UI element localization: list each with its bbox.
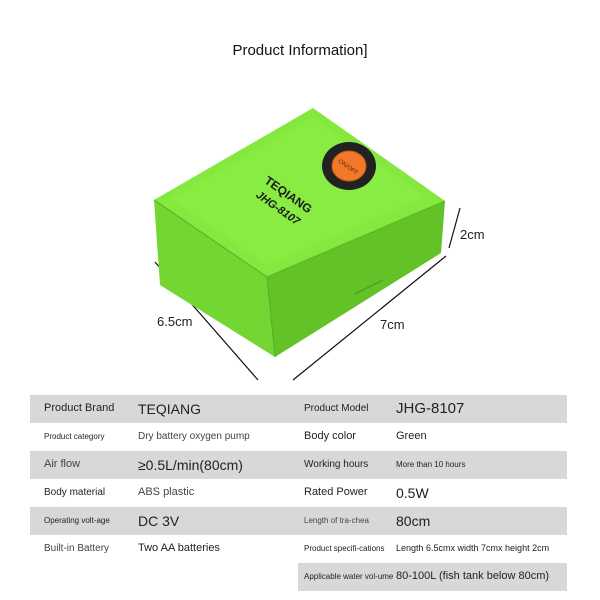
spec-label: Body material xyxy=(44,486,106,498)
spec-value: Two AA batteries xyxy=(138,542,220,555)
length-dimension-line xyxy=(292,255,447,381)
spec-row: Built-in Battery Two AA batteries Produc… xyxy=(30,535,567,563)
spec-label: Product specifi-cations xyxy=(304,543,385,553)
product-illustration: ON/OFF TEQIANG JHG-8107 6.5cm 7cm 2cm xyxy=(153,108,485,381)
spec-value: JHG-8107 xyxy=(396,400,465,418)
spec-value: ≥0.5L/min(80cm) xyxy=(138,456,243,473)
spec-value: Dry battery oxygen pump xyxy=(138,430,250,442)
spec-row: Body material ABS plastic Rated Power 0.… xyxy=(30,479,567,507)
spec-label: Product category xyxy=(44,431,105,441)
spec-value: 80cm xyxy=(396,512,431,529)
spec-value: Green xyxy=(396,430,427,443)
height-dimension-label: 2cm xyxy=(460,227,485,242)
spec-label: Applicable water vol-ume xyxy=(304,571,394,581)
spec-row: Operating volt-age DC 3V Length of tra-c… xyxy=(30,507,567,535)
spec-label: Body color xyxy=(304,430,356,443)
spec-label: Rated Power xyxy=(304,486,368,499)
width-dimension-label: 6.5cm xyxy=(157,314,193,329)
page-title: Product Information] xyxy=(232,42,368,59)
spec-row: Applicable water vol-ume 80-100L (fish t… xyxy=(30,563,567,591)
power-switch-icon: ON/OFF xyxy=(322,142,376,190)
spec-label: Product Model xyxy=(304,402,369,414)
air-pump-image: ON/OFF TEQIANG JHG-8107 xyxy=(153,108,461,381)
spec-value: TEQIANG xyxy=(138,400,202,417)
spec-value: 0.5W xyxy=(396,484,429,501)
length-dimension-label: 7cm xyxy=(380,317,405,332)
spec-value: 80-100L (fish tank below 80cm) xyxy=(396,570,550,583)
spec-label: Length of tra-chea xyxy=(304,515,369,525)
spec-row: Product Brand TEQIANG Product Model JHG-… xyxy=(30,395,567,423)
height-dimension-line xyxy=(448,207,461,249)
spec-row: Air flow ≥0.5L/min(80cm) Working hours M… xyxy=(30,451,567,479)
spec-row: Product category Dry battery oxygen pump… xyxy=(30,423,567,451)
spec-value: More than 10 hours xyxy=(396,459,466,469)
spec-label: Operating volt-age xyxy=(44,515,110,525)
spec-value: Length 6.5cmx width 7cmx height 2cm xyxy=(396,543,550,554)
spec-table: Product Brand TEQIANG Product Model JHG-… xyxy=(30,395,567,591)
spec-value: DC 3V xyxy=(138,512,180,529)
spec-label: Working hours xyxy=(304,458,369,470)
spec-label: Air flow xyxy=(44,458,81,471)
spec-label: Built-in Battery xyxy=(44,542,110,554)
spec-label: Product Brand xyxy=(44,402,115,415)
spec-value: ABS plastic xyxy=(138,486,195,499)
